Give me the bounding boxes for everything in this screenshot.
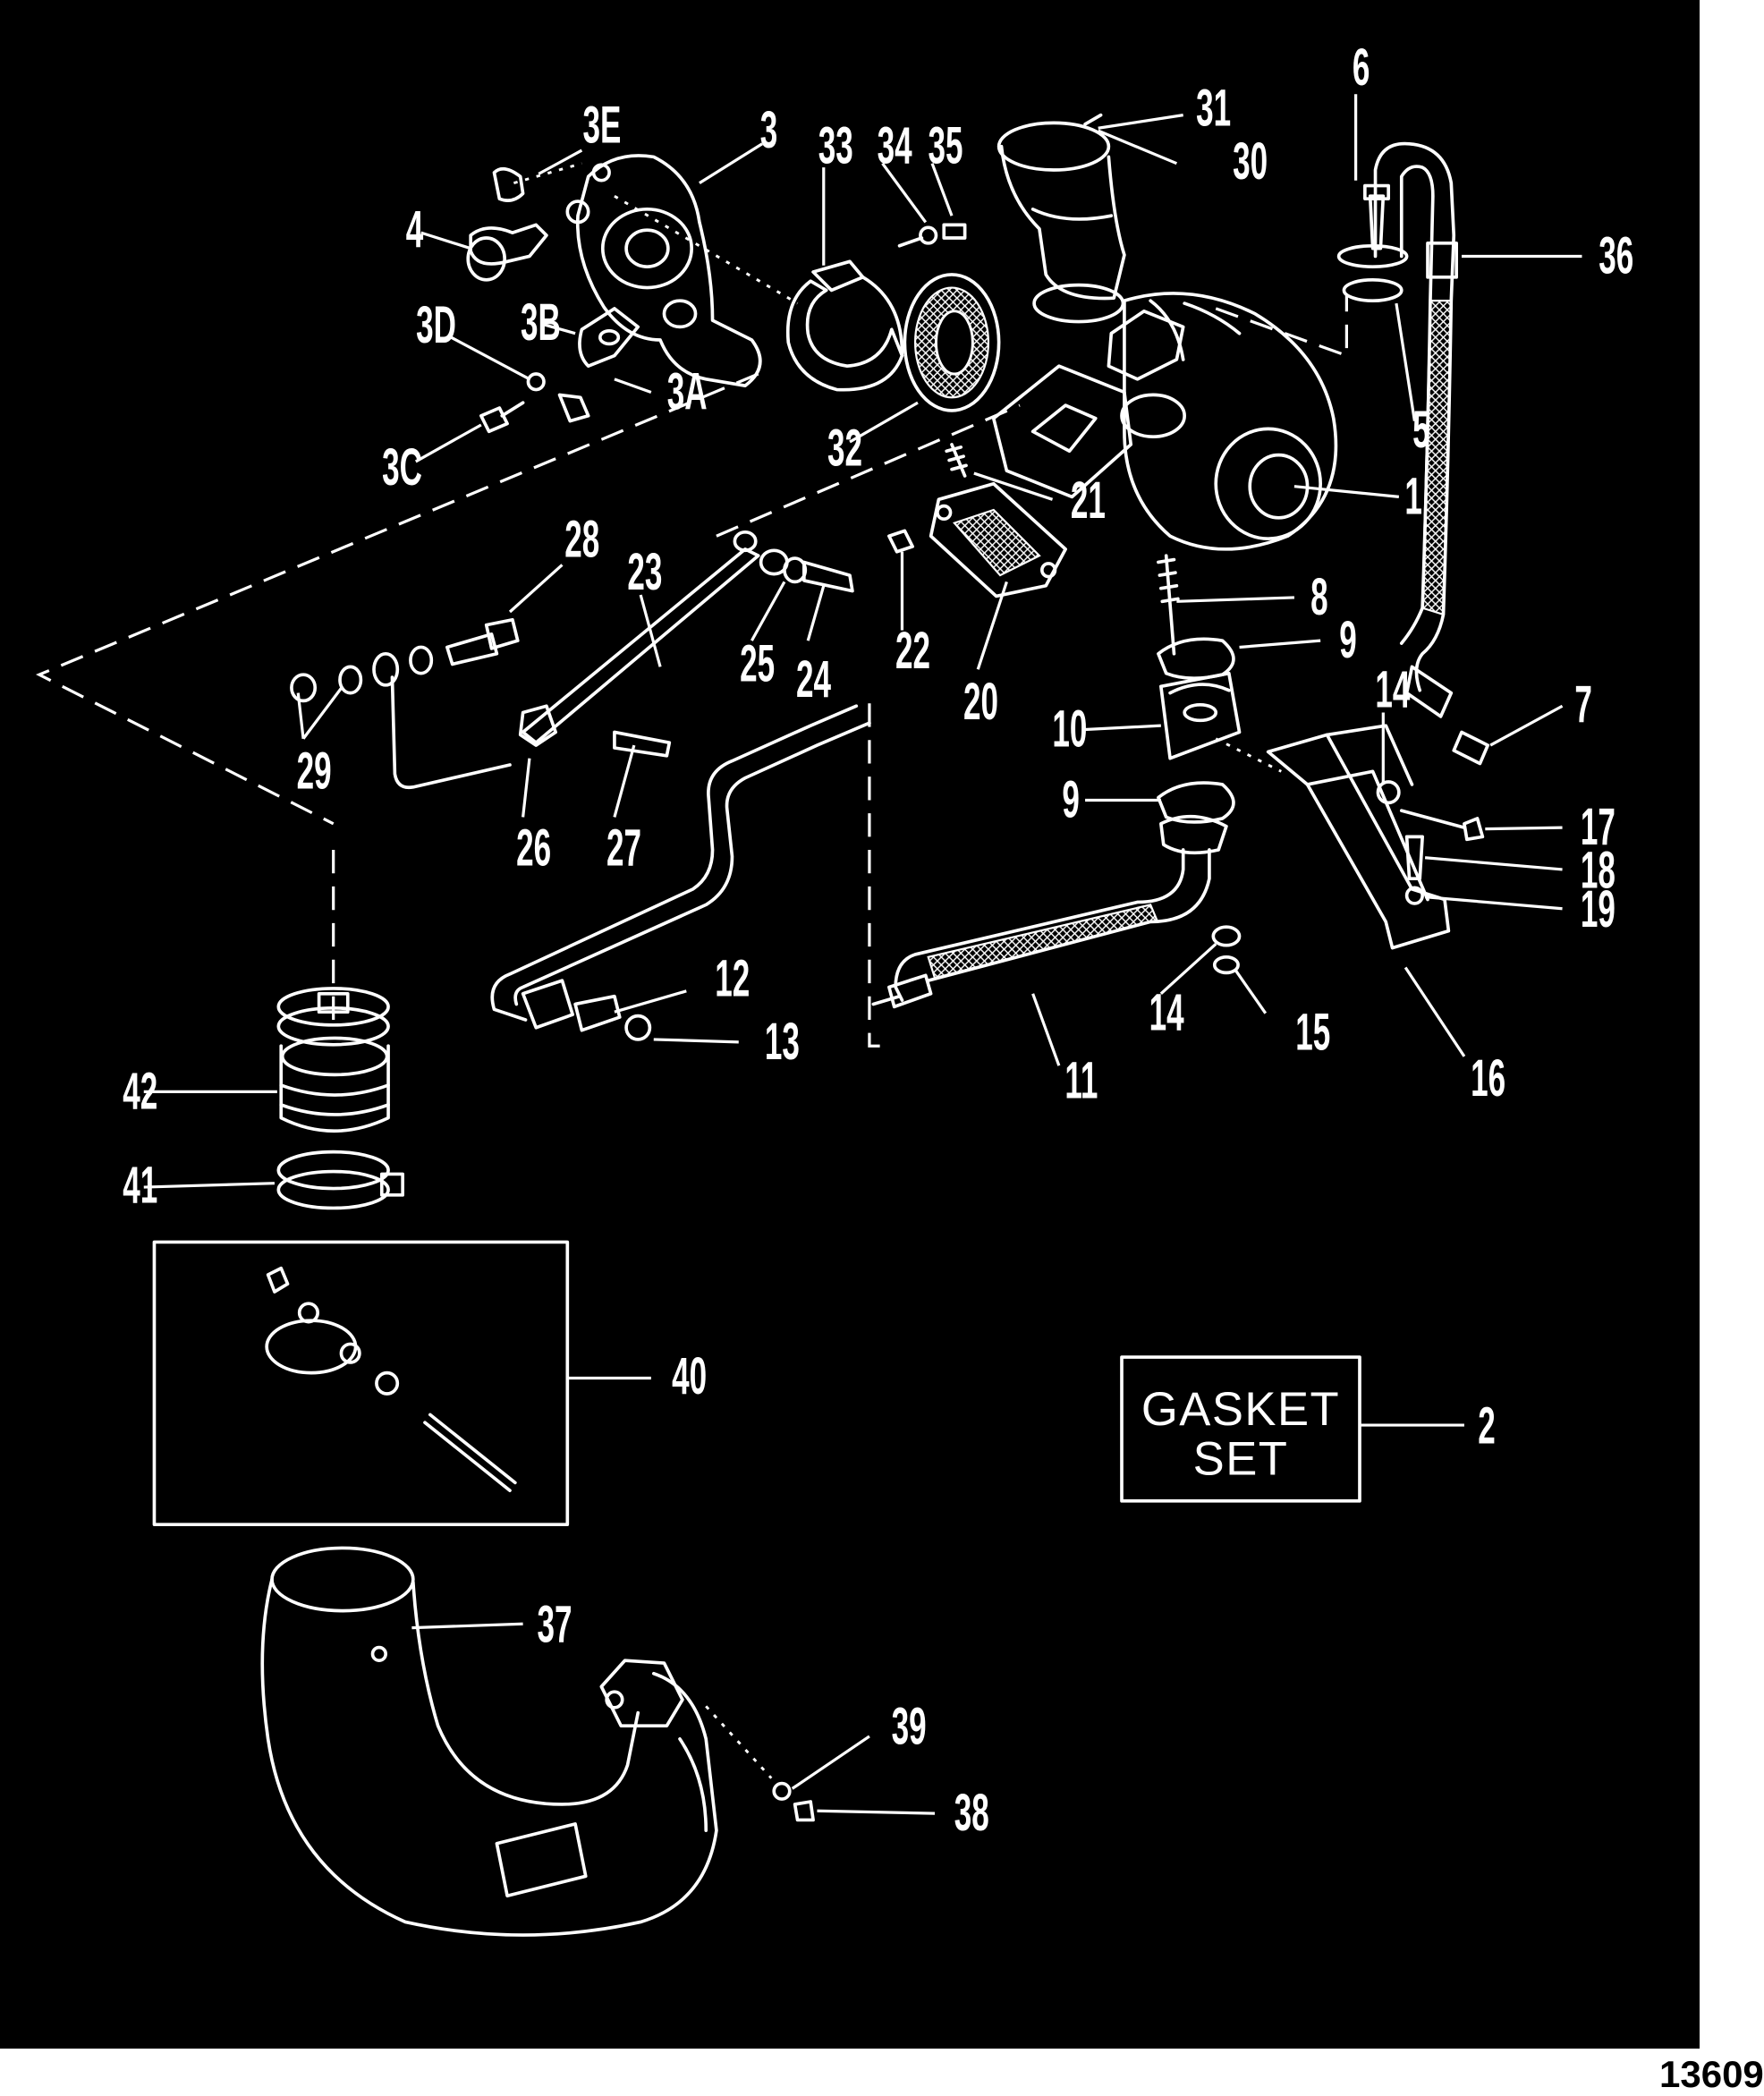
callout-10: 10 <box>1052 700 1087 758</box>
callout-7: 7 <box>1574 675 1592 734</box>
exhaust-elbow-part-37 <box>260 1546 815 1937</box>
exhaust-hose-part-42 <box>276 987 404 1210</box>
callout-25: 25 <box>740 634 775 692</box>
callout-42: 42 <box>123 1062 157 1120</box>
assembly-lines <box>36 162 1348 1779</box>
callout-3c: 3C <box>382 438 422 496</box>
oil-drain-assembly-part-10 <box>871 554 1242 1009</box>
callout-13: 13 <box>765 1013 800 1071</box>
flange-gasket-part-20 <box>887 443 1067 598</box>
turbocharger-part-1 <box>991 292 1338 551</box>
callout-12: 12 <box>715 950 750 1008</box>
callout-28: 28 <box>564 510 599 568</box>
callout-39: 39 <box>892 1698 927 1756</box>
callout-30: 30 <box>1233 132 1268 191</box>
callout-14-upper: 14 <box>1375 661 1410 719</box>
callout-35: 35 <box>929 117 963 175</box>
callout-18: 18 <box>1581 841 1616 899</box>
callout-27: 27 <box>606 819 641 877</box>
callout-14-lower: 14 <box>1149 984 1184 1042</box>
exploded-parts-diagram: GASKET SET <box>0 0 1700 2049</box>
oil-line-part-23 <box>290 530 854 790</box>
callout-9-lower: 9 <box>1062 770 1080 828</box>
callout-32: 32 <box>827 419 862 477</box>
callout-38: 38 <box>954 1784 989 1842</box>
callout-15: 15 <box>1295 1003 1330 1061</box>
callout-3b: 3B <box>521 293 561 352</box>
gasket-set-box: GASKET SET <box>1120 1355 1361 1503</box>
callout-22: 22 <box>895 622 930 680</box>
callout-33: 33 <box>818 117 853 175</box>
gasket-part-32 <box>903 273 1001 412</box>
callout-23: 23 <box>627 543 662 601</box>
callout-3d: 3D <box>416 296 456 354</box>
callout-26: 26 <box>516 819 551 877</box>
oil-supply-line-part-36 <box>1336 141 1490 766</box>
callout-4: 4 <box>406 200 424 259</box>
callout-9-upper: 9 <box>1339 611 1357 669</box>
callout-41: 41 <box>123 1156 157 1214</box>
figure-code: 13609 <box>1659 2053 1764 2095</box>
callout-40: 40 <box>672 1347 707 1405</box>
callout-numbers: 1 2 3 3A 3B 3C 3D 3E 4 5 6 7 8 9 9 10 11… <box>123 38 1633 1843</box>
callout-24: 24 <box>796 650 831 709</box>
callout-17: 17 <box>1581 798 1616 856</box>
kit-box-part-40 <box>152 1240 570 1526</box>
support-bracket-part-16 <box>1211 724 1485 975</box>
callout-2: 2 <box>1478 1396 1496 1455</box>
compressor-housing-part-3 <box>466 154 762 434</box>
callout-16: 16 <box>1471 1049 1505 1107</box>
callout-29: 29 <box>297 742 332 800</box>
callout-20: 20 <box>963 673 998 731</box>
gasket-set-line2: SET <box>1193 1433 1289 1486</box>
callout-5: 5 <box>1412 401 1430 459</box>
v-band-clamp-part-33 <box>785 223 967 392</box>
callout-34: 34 <box>878 117 912 175</box>
outlet-hose-part-30 <box>996 113 1126 324</box>
leader-lines <box>143 94 1582 1815</box>
callout-6: 6 <box>1353 38 1370 97</box>
callout-3a: 3A <box>667 362 708 420</box>
callout-3e: 3E <box>583 96 622 154</box>
callout-31: 31 <box>1196 79 1231 137</box>
callout-11: 11 <box>1064 1052 1098 1110</box>
callout-37: 37 <box>538 1596 572 1654</box>
callout-8: 8 <box>1310 568 1328 626</box>
callout-36: 36 <box>1599 226 1633 284</box>
callout-19: 19 <box>1581 880 1616 938</box>
gasket-set-line1: GASKET <box>1141 1383 1340 1436</box>
water-line-part-12 <box>490 704 871 1041</box>
callout-3: 3 <box>760 101 778 159</box>
callout-1: 1 <box>1404 467 1422 525</box>
callout-21: 21 <box>1071 471 1106 530</box>
